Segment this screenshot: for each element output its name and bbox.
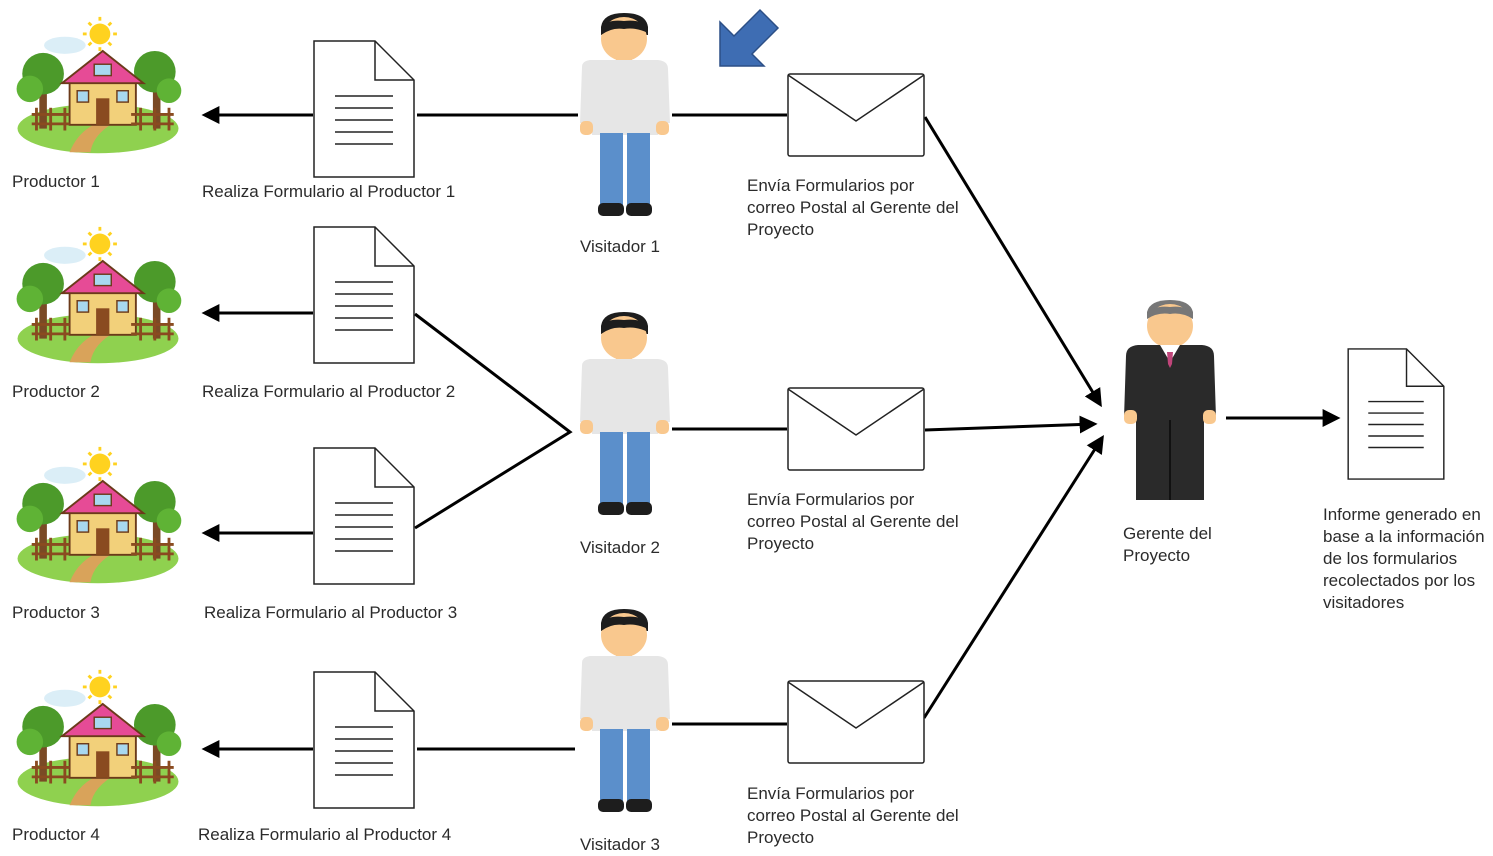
report-label: Informe generado en base a la informació… (1323, 505, 1485, 612)
manager-label: Gerente del Proyecto (1123, 524, 1212, 565)
form-4-label: Realiza Formulario al Productor 4 (198, 825, 452, 844)
envelope-icon (787, 387, 925, 471)
producer-4-label: Productor 4 (12, 825, 100, 844)
arrow-envelope3-manager (922, 434, 1104, 719)
producer-1-label: Productor 1 (12, 172, 100, 191)
farmhouse-icon (15, 15, 183, 155)
person-icon (580, 312, 670, 515)
visitor-2-label: Visitador 2 (580, 538, 661, 557)
producer-3-label: Productor 3 (12, 603, 100, 622)
arrow-envelope1-manager (923, 116, 1102, 408)
farmhouse-icon (15, 668, 183, 808)
form-3-label: Realiza Formulario al Productor 3 (204, 603, 458, 622)
farmhouse-icon (15, 445, 183, 585)
person-icon (580, 609, 670, 812)
businessman-icon (1123, 300, 1217, 501)
form-1-label: Realiza Formulario al Productor 1 (202, 182, 456, 201)
connectors (201, 106, 1341, 758)
envelope-icon (787, 73, 925, 157)
mail-1-label: Envía Formularios por correo Postal al G… (747, 176, 959, 239)
document-icon (313, 447, 415, 585)
document-icon (313, 226, 415, 364)
line-visitor2-forms (414, 312, 573, 530)
producer-2-label: Productor 2 (12, 382, 100, 401)
mail-3-label: Envía Formularios por correo Postal al G… (747, 784, 959, 847)
arrow-pointer-icon (719, 8, 780, 67)
document-icon (313, 671, 415, 809)
person-icon (580, 13, 670, 216)
form-2-label: Realiza Formulario al Productor 2 (202, 382, 456, 401)
farmhouse-icon (15, 225, 183, 365)
visitor-3-label: Visitador 3 (580, 835, 661, 854)
mail-2-label: Envía Formularios por correo Postal al G… (747, 490, 959, 553)
arrow-envelope2-manager (924, 415, 1098, 434)
envelope-icon (787, 680, 925, 764)
document-icon (313, 40, 415, 178)
document-icon (1347, 348, 1445, 480)
visitor-1-label: Visitador 1 (580, 237, 661, 256)
